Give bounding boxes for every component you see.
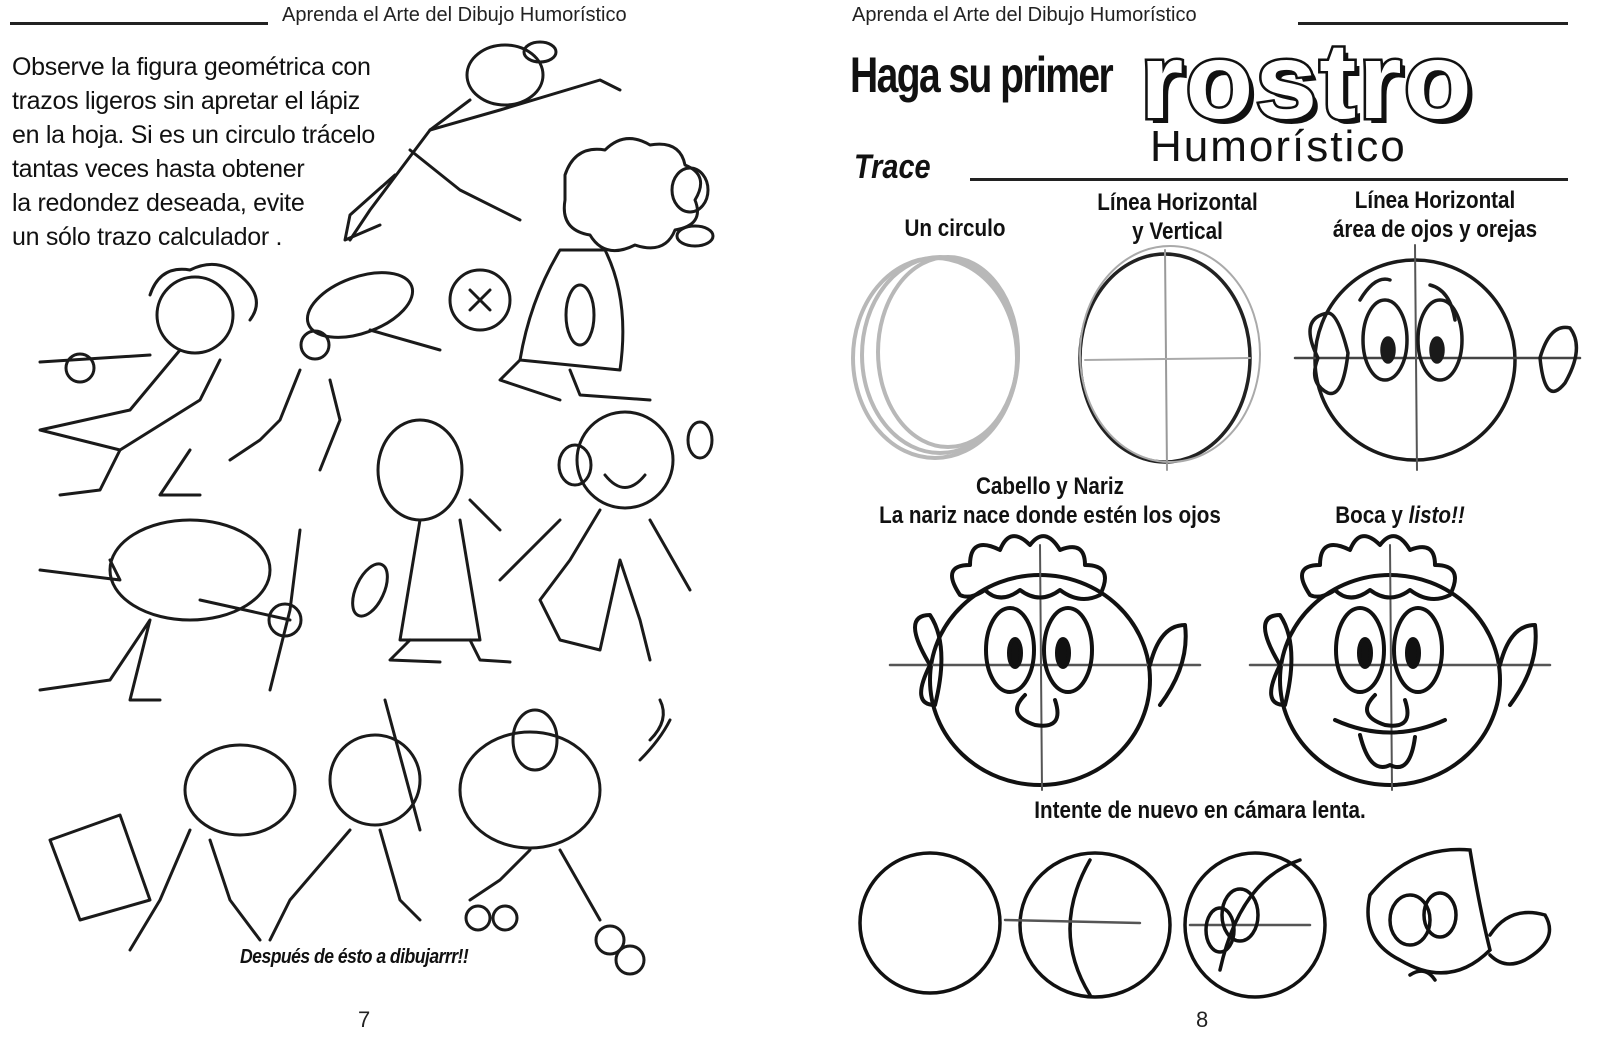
intro-paragraph: Observe la figura geométrica con trazos … <box>12 50 375 254</box>
step-4-hair-nose-face-drawing <box>888 534 1202 791</box>
ball-player-character-sketch <box>228 268 512 472</box>
left-page: Aprenda el Arte del Dibujo Humorístico O… <box>0 0 760 1055</box>
right-page: Aprenda el Arte del Dibujo Humorístico H… <box>820 0 1600 1055</box>
closing-tagline: Después de ésto a dibujarrr!! <box>240 946 469 968</box>
throwing-character-sketch <box>38 518 303 702</box>
intro-line: en la hoja. Si es un circulo trácelo <box>12 121 376 149</box>
page-number: 7 <box>358 1007 371 1032</box>
section-rule <box>970 178 1568 181</box>
step-3-eyes-ears-drawing <box>1293 244 1582 471</box>
intro-line: un sólo trazo calculador . <box>12 223 283 251</box>
step-2-axis-circle-drawing <box>1078 245 1261 471</box>
header-rule <box>1298 22 1568 25</box>
intro-line: Observe la figura geométrica con <box>12 53 371 81</box>
header-rule <box>10 22 268 25</box>
step-5-label: Boca y listo!! <box>1335 502 1465 529</box>
title-subtitle: Humorístico <box>1150 122 1407 171</box>
flying-character-sketch <box>343 40 622 242</box>
step-2-label: Línea Horizontal y Vertical <box>1097 189 1258 245</box>
step-4-label: Cabello y Nariz La nariz nace donde esté… <box>879 473 1221 529</box>
intro-line: trazos ligeros sin apretar el lápiz <box>12 87 360 115</box>
step-drawings-row-2 <box>888 534 1552 791</box>
curly-haired-character-sketch <box>38 262 258 497</box>
step-5-finished-face-drawing <box>1248 534 1552 791</box>
page-number: 8 <box>1196 1007 1209 1032</box>
section-label-trace: Trace <box>854 148 931 186</box>
smiling-boy-character-sketch <box>498 410 714 662</box>
cartoon-sketches-illustration <box>38 40 715 976</box>
cloud-haired-character-sketch <box>498 137 715 402</box>
slow-motion-caption: Intente de nuevo en cámara lenta. <box>1034 797 1366 824</box>
running-title: Aprenda el Arte del Dibujo Humorístico <box>282 4 627 26</box>
intro-line: la redondez deseada, evite <box>12 189 305 217</box>
step-1-label: Un circulo <box>904 215 1006 242</box>
shouting-character-sketch <box>268 698 422 942</box>
step-3-label: Línea Horizontal área de ojos y orejas <box>1332 187 1538 243</box>
intro-line: tantas veces hasta obtener <box>12 155 305 183</box>
title-main: rostro <box>1137 18 1474 144</box>
slow-motion-sequence-drawing <box>858 847 1552 999</box>
running-title: Aprenda el Arte del Dibujo Humorístico <box>852 4 1197 26</box>
title-prefix: Haga su primer <box>850 47 1114 103</box>
step-1-circle-drawing <box>851 255 1020 460</box>
paint-can-character-sketch <box>48 743 297 952</box>
step-drawings-row-1 <box>851 244 1582 471</box>
skater-character-sketch <box>458 698 672 976</box>
racket-character-sketch <box>351 418 512 664</box>
